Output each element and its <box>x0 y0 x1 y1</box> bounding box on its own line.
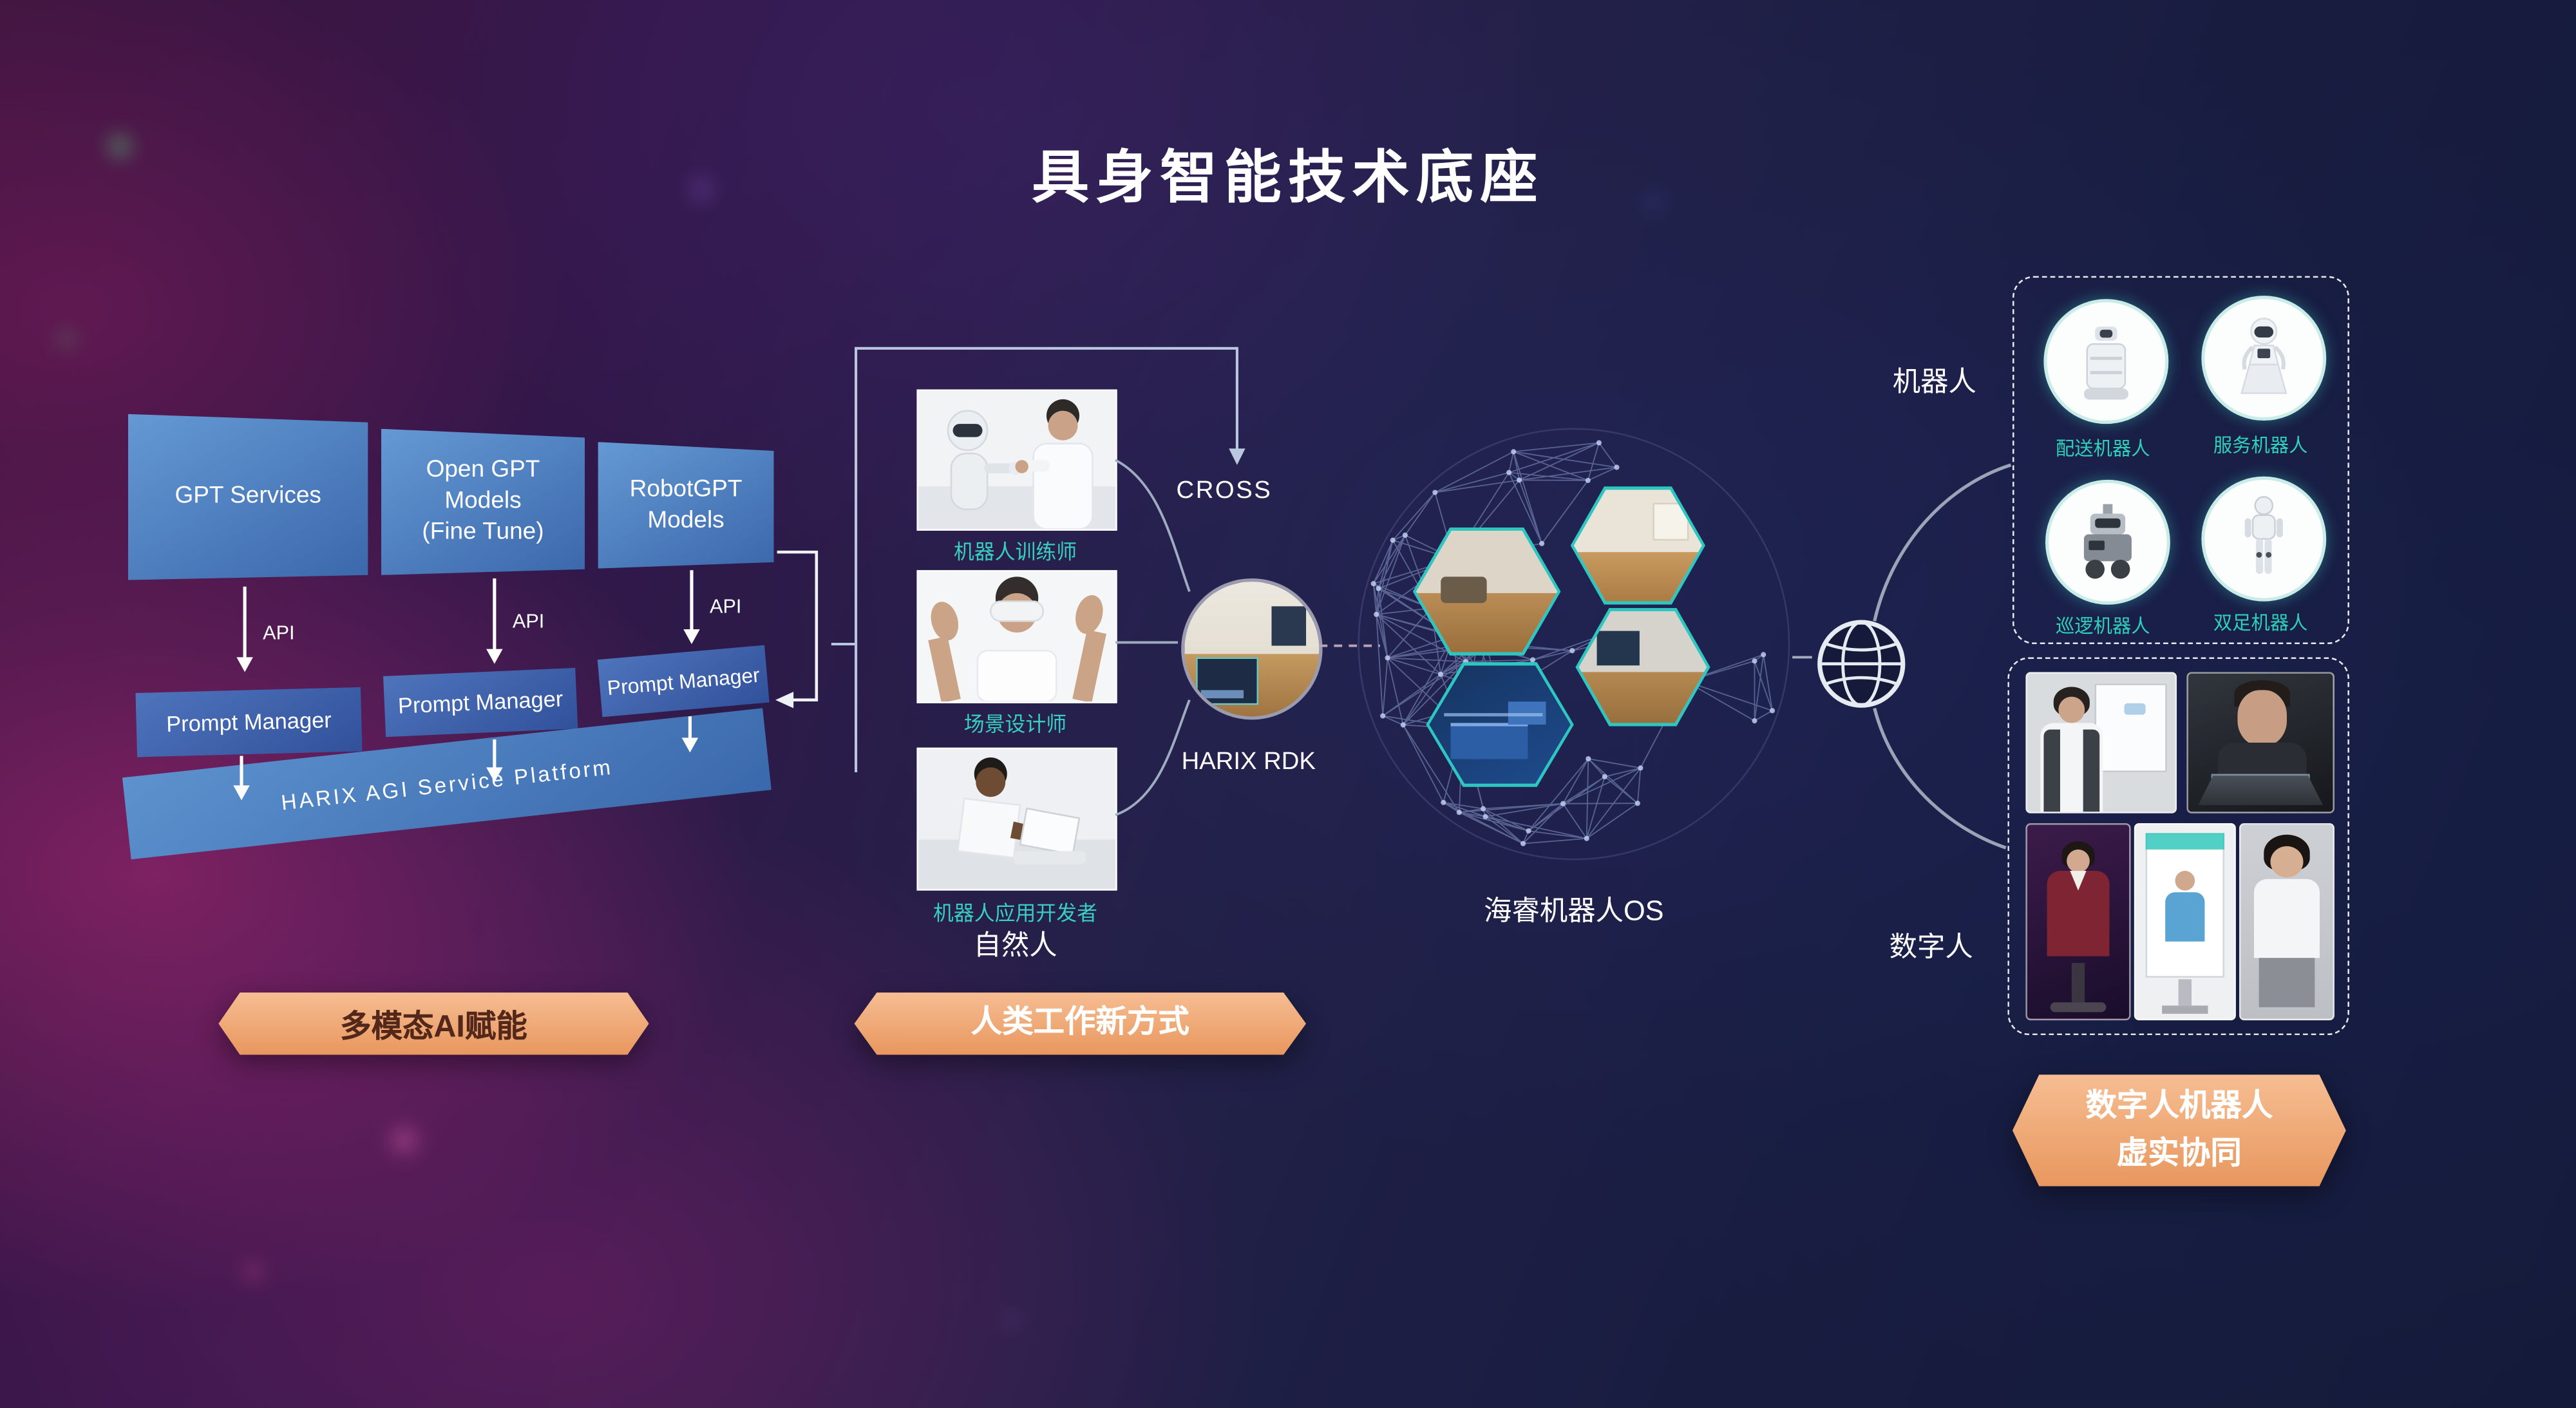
digital-humans-panel <box>2007 657 2349 1036</box>
gpt-services-box: GPT Services <box>128 414 368 580</box>
digital-human-kiosk-screen-image <box>2134 823 2236 1021</box>
bipedal-robot-image <box>2201 476 2327 602</box>
globe-icon <box>1817 620 1906 708</box>
globe-to-robots-curve <box>1873 463 2012 622</box>
bokeh-dot <box>108 135 132 158</box>
prompt-manager-label-2: Prompt Manager <box>397 686 564 719</box>
bokeh-dot <box>1646 194 1663 211</box>
prompt-manager-label-1: Prompt Manager <box>166 707 332 737</box>
harix-agi-platform-label: HARIX AGI Service Platform <box>279 753 614 814</box>
bokeh-dot <box>243 1262 263 1282</box>
feedback-loop-line <box>777 550 819 702</box>
globe-to-digital-curve <box>1873 707 2007 850</box>
harix-os-sphere <box>1352 423 1795 866</box>
bipedal-robot-label: 双足机器人 <box>2213 614 2308 634</box>
delivery-robot-icon <box>2083 326 2128 400</box>
delivery-robot-image <box>2043 299 2169 424</box>
digital-human-group-label: 数字人 <box>1889 931 1973 963</box>
harix-os-label: 海睿机器人OS <box>1484 895 1664 927</box>
scene-hex-bright-room-image <box>1573 490 1702 602</box>
service-robot-image <box>2201 296 2327 421</box>
banner-virtual-real-collaboration: 数字人机器人 虚实协同 <box>2012 1074 2346 1186</box>
app-developer-illustration <box>918 749 1116 890</box>
scene-hex-factory <box>1426 662 1574 787</box>
robots-panel: 配送机器人 服务机器人 <box>2012 276 2349 644</box>
digital-human-kiosk-woman-image <box>2025 823 2131 1021</box>
open-gpt-models-label: Open GPT Models (Fine Tune) <box>422 457 544 546</box>
digital-human-presenter-image <box>2025 672 2177 813</box>
banner-virtual-real-collaboration-label: 数字人机器人 虚实协同 <box>2085 1089 2273 1172</box>
network-sphere-mesh <box>1358 428 1790 861</box>
banner-multimodal-ai: 多模态AI赋能 <box>218 992 649 1055</box>
rdk-screen <box>1271 605 1306 647</box>
robotgpt-models-label: RobotGPT Models <box>629 475 743 533</box>
bokeh-dot <box>690 177 714 201</box>
rdk-overlay-strip <box>1200 689 1244 698</box>
internet-globe <box>1812 614 1911 713</box>
harix-rdk-thumbnail <box>1181 578 1323 720</box>
service-robot-icon <box>2240 318 2287 394</box>
prompt-manager-box-2: Prompt Manager <box>383 667 578 737</box>
photo-scene-designer <box>916 570 1117 703</box>
service-robot-label: 服务机器人 <box>2213 437 2308 457</box>
robotgpt-models-box: RobotGPT Models <box>598 442 774 569</box>
digital-human-screen-image <box>2186 672 2334 813</box>
banner-new-way-of-work: 人类工作新方式 <box>854 992 1307 1055</box>
prompt-manager-box-3: Prompt Manager <box>597 645 770 718</box>
scene-hex-showroom-image <box>1578 611 1707 723</box>
robots-group-label: 机器人 <box>1892 366 1976 398</box>
patrol-robot-label: 巡逻机器人 <box>2055 618 2150 638</box>
bokeh-dot <box>59 332 74 347</box>
rdk-overlay-window <box>1195 656 1258 706</box>
bipedal-robot-icon <box>2244 496 2283 574</box>
open-gpt-models-box: Open GPT Models (Fine Tune) <box>381 428 585 575</box>
cross-label: CROSS <box>1176 476 1273 505</box>
gpt-services-label: GPT Services <box>175 483 321 510</box>
caption-scene-designer: 场景设计师 <box>963 713 1067 736</box>
bokeh-dot <box>391 1127 417 1154</box>
api-label-1: API <box>263 621 295 644</box>
api-label-2: API <box>512 609 545 633</box>
delivery-robot-label: 配送机器人 <box>2055 440 2150 461</box>
photo-robot-trainer <box>916 389 1117 531</box>
photo-app-developer <box>916 747 1117 891</box>
banner-multimodal-ai-label: 多模态AI赋能 <box>340 1009 527 1045</box>
cross-arrowhead <box>1229 448 1245 465</box>
caption-robot-trainer: 机器人训练师 <box>953 540 1077 564</box>
prompt-manager-label-3: Prompt Manager <box>606 663 761 699</box>
patrol-robot-icon <box>2083 504 2132 579</box>
caption-app-developer: 机器人应用开发者 <box>933 902 1098 926</box>
page-title: 具身智能技术底座 <box>1031 146 1544 211</box>
bokeh-dot <box>1002 1311 1022 1331</box>
robot-trainer-illustration <box>918 391 1116 529</box>
feedback-loop-arrowhead <box>775 691 794 709</box>
digital-human-child-image <box>2239 823 2334 1021</box>
banner-new-way-of-work-label: 人类工作新方式 <box>971 1005 1189 1041</box>
harix-rdk-label: HARIX RDK <box>1181 747 1316 776</box>
api-label-3: API <box>710 595 742 618</box>
scene-designer-illustration <box>918 571 1116 702</box>
scene-hex-factory-image <box>1429 665 1571 784</box>
patrol-robot-image <box>2045 479 2170 605</box>
prompt-manager-box-1: Prompt Manager <box>135 687 363 757</box>
scene-hex-showroom <box>1575 607 1710 727</box>
natural-person-label: 自然人 <box>973 929 1057 962</box>
